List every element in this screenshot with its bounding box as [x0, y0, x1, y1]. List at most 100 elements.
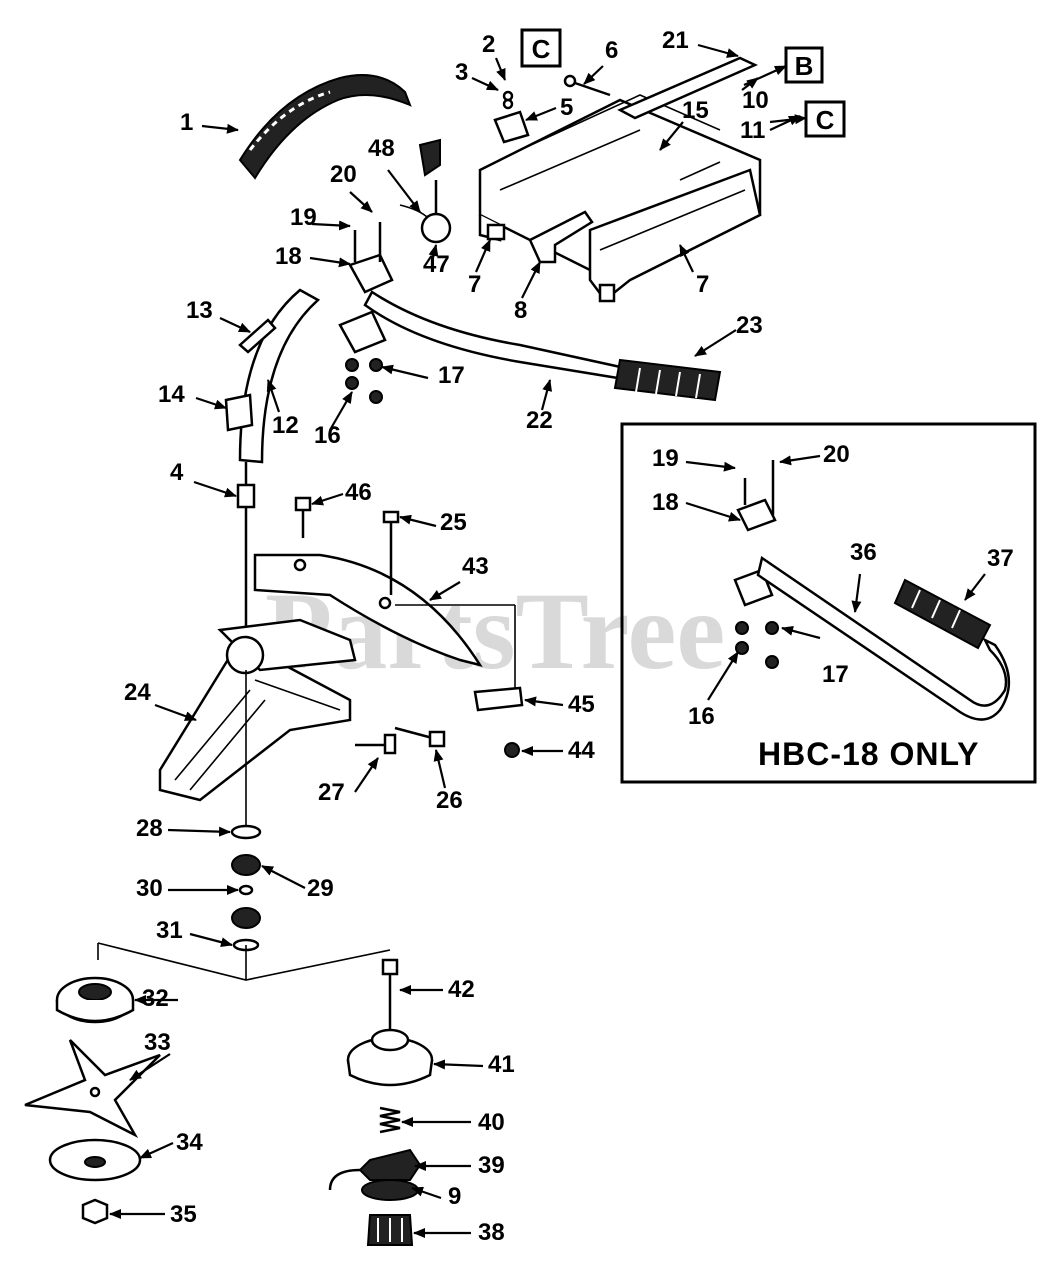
callout-arrow-1: [201, 123, 239, 134]
callout-label-27: 27: [318, 779, 345, 806]
callout-arrow-29: [261, 865, 306, 889]
callout-label-25: 25: [440, 509, 467, 536]
callout-label-2: 2: [482, 31, 495, 58]
callout-arrow-22: [540, 379, 552, 411]
callout-arrow-8: [521, 261, 541, 299]
parts-drawing: [24, 56, 762, 1246]
callout-arrow-31: [189, 932, 233, 948]
callout-label-40: 40: [478, 1109, 505, 1136]
callout-arrow-3: [471, 77, 499, 91]
hbc18-inset: [620, 422, 1037, 784]
callout-label-16: 16: [688, 703, 715, 730]
callout-label-21: 21: [662, 27, 689, 54]
callout-label-26: 26: [436, 787, 463, 814]
engine-housing-part-7: [478, 94, 762, 303]
callout-label-3: 3: [455, 59, 468, 86]
callout-label-7: 7: [468, 271, 481, 298]
callout-label-43: 43: [462, 553, 489, 580]
callout-arrow-19: [685, 460, 736, 472]
callout-arrow-16: [707, 651, 739, 701]
callout-arrow-14: [195, 396, 227, 410]
callout-arrow-7: [474, 239, 492, 273]
callout-arrow-5: [525, 106, 557, 122]
callout-label-14: 14: [158, 381, 185, 408]
svg-text:C: C: [816, 105, 835, 135]
callout-arrow-41: [433, 1059, 484, 1070]
callout-arrow-18: [309, 256, 351, 268]
svg-text:B: B: [795, 51, 814, 81]
svg-text:C: C: [532, 34, 551, 64]
callout-label-7: 7: [696, 271, 709, 298]
callout-label-23: 23: [736, 312, 763, 339]
callout-label-12: 12: [272, 412, 299, 439]
callout-label-45: 45: [568, 691, 595, 718]
callout-label-32: 32: [142, 985, 169, 1012]
callout-label-10: 10: [742, 87, 769, 114]
callout-arrow-18: [685, 501, 741, 522]
callout-arrow-43: [429, 581, 461, 601]
callout-arrow-2: [494, 57, 507, 81]
callout-label-47: 47: [423, 251, 450, 278]
callout-label-8: 8: [514, 297, 527, 324]
callout-label-30: 30: [136, 875, 163, 902]
callout-arrow-20: [779, 454, 821, 466]
callout-label-4: 4: [170, 459, 184, 486]
decal-part-1: [238, 74, 412, 180]
callout-arrow-28: [167, 826, 231, 837]
callout-label-33: 33: [144, 1029, 171, 1056]
callout-arrow-36: [851, 573, 862, 613]
callout-label-36: 36: [850, 539, 877, 566]
callout-arrow-19: [311, 220, 351, 231]
callout-arrow-48: [387, 169, 421, 213]
callout-arrow-33: [129, 1053, 171, 1081]
callout-label-35: 35: [170, 1201, 197, 1228]
callout-arrow-24: [154, 703, 197, 722]
callout-label-34: 34: [176, 1129, 203, 1156]
callout-arrow-16: [329, 391, 353, 431]
callout-arrow-34: [139, 1141, 174, 1160]
callout-arrow-15: [659, 121, 684, 151]
callout-arrow-6: [583, 65, 604, 85]
callout-label-29: 29: [307, 875, 334, 902]
inset-note-hbc18: HBC-18 ONLY: [758, 736, 979, 772]
callout-label-20: 20: [823, 441, 850, 468]
callout-label-37: 37: [987, 545, 1014, 572]
callout-arrow-9: [411, 1186, 442, 1200]
callout-arrow-45: [524, 696, 564, 707]
callout-label-9: 9: [448, 1183, 461, 1210]
callout-arrow-37: [964, 573, 986, 601]
callout-label-39: 39: [478, 1152, 505, 1179]
callout-label-11: 11: [740, 117, 765, 144]
callout-label-41: 41: [488, 1051, 515, 1078]
callout-label-16: 16: [314, 422, 341, 449]
callout-arrow-13: [219, 317, 251, 333]
callout-label-17: 17: [822, 661, 849, 688]
callout-label-17: 17: [438, 362, 465, 389]
callout-label-46: 46: [345, 479, 372, 506]
callout-label-1: 1: [180, 109, 193, 136]
callout-label-44: 44: [568, 737, 595, 764]
callout-label-18: 18: [652, 489, 679, 516]
callout-arrow-25: [399, 514, 437, 528]
callout-label-48: 48: [368, 135, 395, 162]
ref-box-b: B: [784, 46, 824, 84]
callout-label-18: 18: [275, 243, 302, 270]
tube-part-21: [617, 56, 759, 120]
callout-label-5: 5: [560, 94, 573, 121]
callout-label-22: 22: [526, 407, 553, 434]
ref-box-c-right: C: [804, 100, 846, 138]
callout-label-38: 38: [478, 1219, 505, 1246]
callout-label-24: 24: [124, 679, 151, 706]
callout-arrow-27: [354, 757, 379, 793]
callout-label-28: 28: [136, 815, 163, 842]
callout-arrow-17: [381, 364, 429, 380]
callout-arrow-4: [193, 480, 237, 498]
callout-label-31: 31: [156, 917, 183, 944]
callout-arrow-23: [694, 329, 737, 357]
callout-arrow-17: [781, 625, 821, 640]
callout-arrow-46: [311, 492, 344, 506]
callout-label-42: 42: [448, 976, 475, 1003]
callout-arrow-21: [697, 43, 739, 58]
